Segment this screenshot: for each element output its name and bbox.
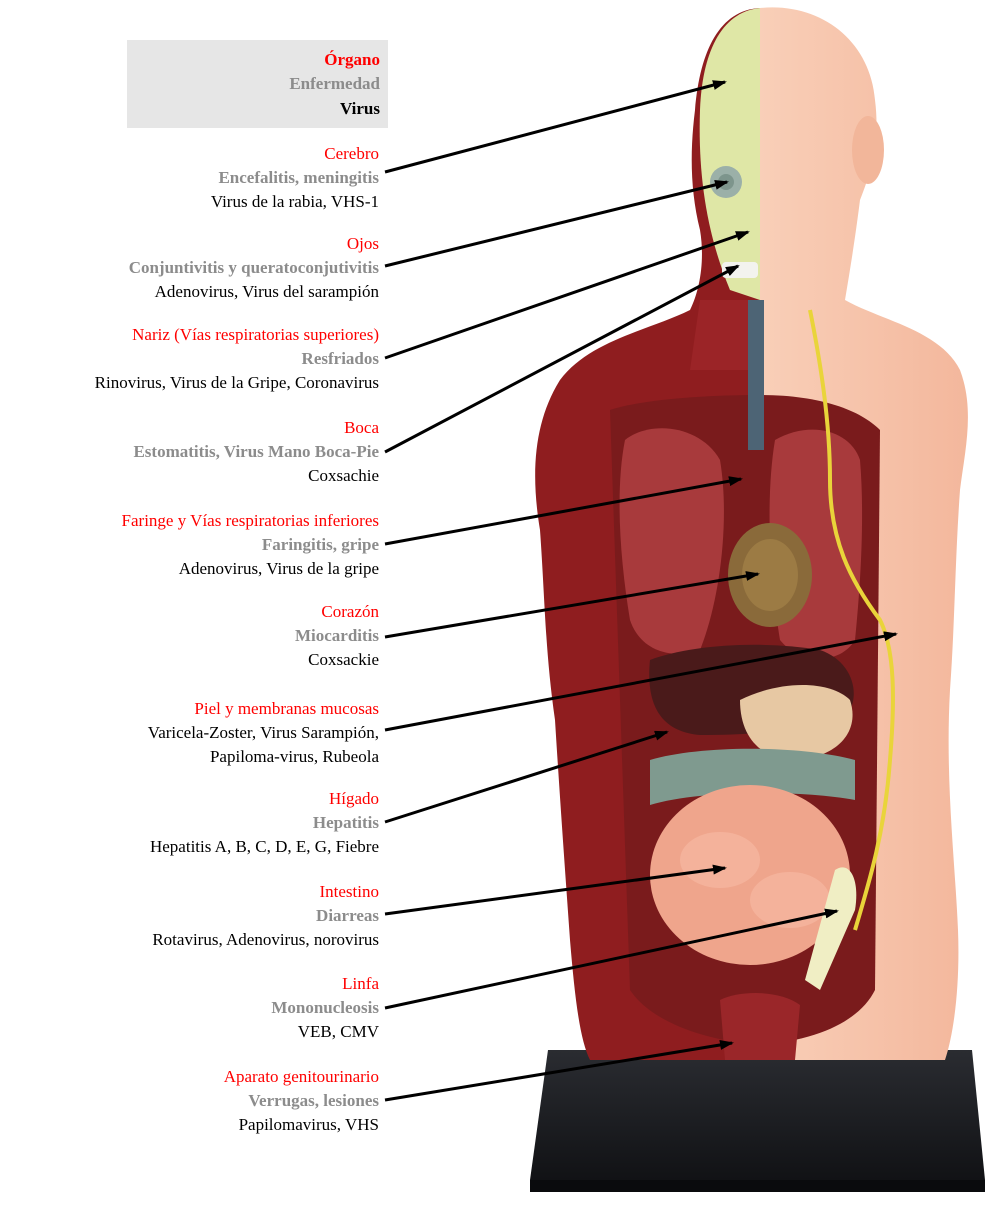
label-higado: Hígado Hepatitis Hepatitis A, B, C, D, E… (150, 787, 379, 859)
virus-name: Rinovirus, Virus de la Gripe, Coronaviru… (95, 371, 379, 395)
organ-name: Corazón (295, 600, 379, 624)
organ-name: Cerebro (211, 142, 379, 166)
label-nariz: Nariz (Vías respiratorias superiores) Re… (95, 323, 379, 395)
virus-name: Adenovirus, Virus de la gripe (122, 557, 379, 581)
label-faringe: Faringe y Vías respiratorias inferiores … (122, 509, 379, 581)
virus-name: Papilomavirus, VHS (224, 1113, 379, 1137)
label-ojos: Ojos Conjuntivitis y queratoconjutivitis… (129, 232, 379, 304)
virus-name: Hepatitis A, B, C, D, E, G, Fiebre (150, 835, 379, 859)
disease-name: Hepatitis (150, 811, 379, 835)
disease-name: Faringitis, gripe (122, 533, 379, 557)
disease-name: Mononucleosis (271, 996, 379, 1020)
label-corazon: Corazón Miocarditis Coxsackie (295, 600, 379, 672)
legend-box: Órgano Enfermedad Virus (127, 40, 388, 128)
disease-name: Miocarditis (295, 624, 379, 648)
disease-name: Encefalitis, meningitis (211, 166, 379, 190)
organ-name: Hígado (150, 787, 379, 811)
virus-name: Virus de la rabia, VHS-1 (211, 190, 379, 214)
legend-disease: Enfermedad (289, 74, 380, 94)
disease-name: Verrugas, lesiones (224, 1089, 379, 1113)
label-intestino: Intestino Diarreas Rotavirus, Adenovirus… (152, 880, 379, 952)
model-stand (530, 1050, 985, 1192)
organ-name: Piel y membranas mucosas (148, 697, 379, 721)
organ-name: Nariz (Vías respiratorias superiores) (95, 323, 379, 347)
organ-name: Linfa (271, 972, 379, 996)
virus-name: VEB, CMV (271, 1020, 379, 1044)
virus-name: Adenovirus, Virus del sarampión (129, 280, 379, 304)
organ-name: Boca (133, 416, 379, 440)
arrow-cerebro (385, 82, 725, 172)
virus-name: Coxsackie (295, 648, 379, 672)
organ-name: Intestino (152, 880, 379, 904)
legend-organ: Órgano (324, 50, 380, 70)
label-genitourinario: Aparato genitourinario Verrugas, lesione… (224, 1065, 379, 1137)
label-boca: Boca Estomatitis, Virus Mano Boca-Pie Co… (133, 416, 379, 488)
label-linfa: Linfa Mononucleosis VEB, CMV (271, 972, 379, 1044)
disease-name: Diarreas (152, 904, 379, 928)
organ-name: Faringe y Vías respiratorias inferiores (122, 509, 379, 533)
disease-name: Conjuntivitis y queratoconjutivitis (129, 256, 379, 280)
organ-name: Aparato genitourinario (224, 1065, 379, 1089)
arrow-ojos (385, 182, 727, 266)
virus-name: Coxsachie (133, 464, 379, 488)
organ-name: Ojos (129, 232, 379, 256)
virus-name-continued: Papiloma-virus, Rubeola (148, 745, 379, 769)
virus-name: Varicela-Zoster, Virus Sarampión, (148, 721, 379, 745)
label-cerebro: Cerebro Encefalitis, meningitis Virus de… (211, 142, 379, 214)
label-piel: Piel y membranas mucosas Varicela-Zoster… (148, 697, 379, 769)
disease-name: Estomatitis, Virus Mano Boca-Pie (133, 440, 379, 464)
virus-name: Rotavirus, Adenovirus, norovirus (152, 928, 379, 952)
legend-virus: Virus (340, 99, 380, 119)
disease-name: Resfriados (95, 347, 379, 371)
